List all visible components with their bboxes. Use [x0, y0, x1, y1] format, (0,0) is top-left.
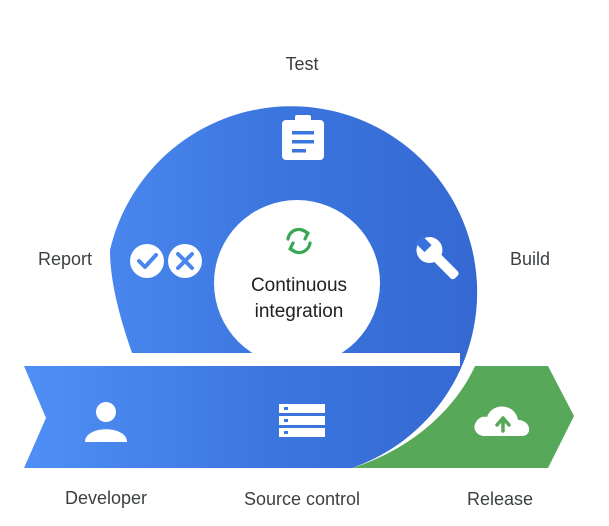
- center-circle: [214, 200, 380, 366]
- label-test: Test: [285, 54, 318, 74]
- check-circle-icon: [130, 244, 164, 278]
- server-icon: [279, 404, 325, 437]
- label-source-control: Source control: [244, 489, 360, 509]
- clipboard-icon: [282, 115, 324, 160]
- label-report: Report: [38, 249, 92, 269]
- center-title-line1: Continuous: [251, 275, 347, 296]
- label-build: Build: [510, 249, 550, 269]
- person-icon: [85, 402, 127, 442]
- cloud-upload-icon: [474, 406, 530, 436]
- sync-icon: [286, 227, 312, 255]
- center-title-line2: integration: [255, 301, 344, 322]
- x-circle-icon: [168, 244, 202, 278]
- wrench-icon: [414, 235, 459, 280]
- release-arrow: [352, 366, 574, 468]
- label-developer: Developer: [65, 488, 147, 508]
- label-release: Release: [467, 489, 533, 509]
